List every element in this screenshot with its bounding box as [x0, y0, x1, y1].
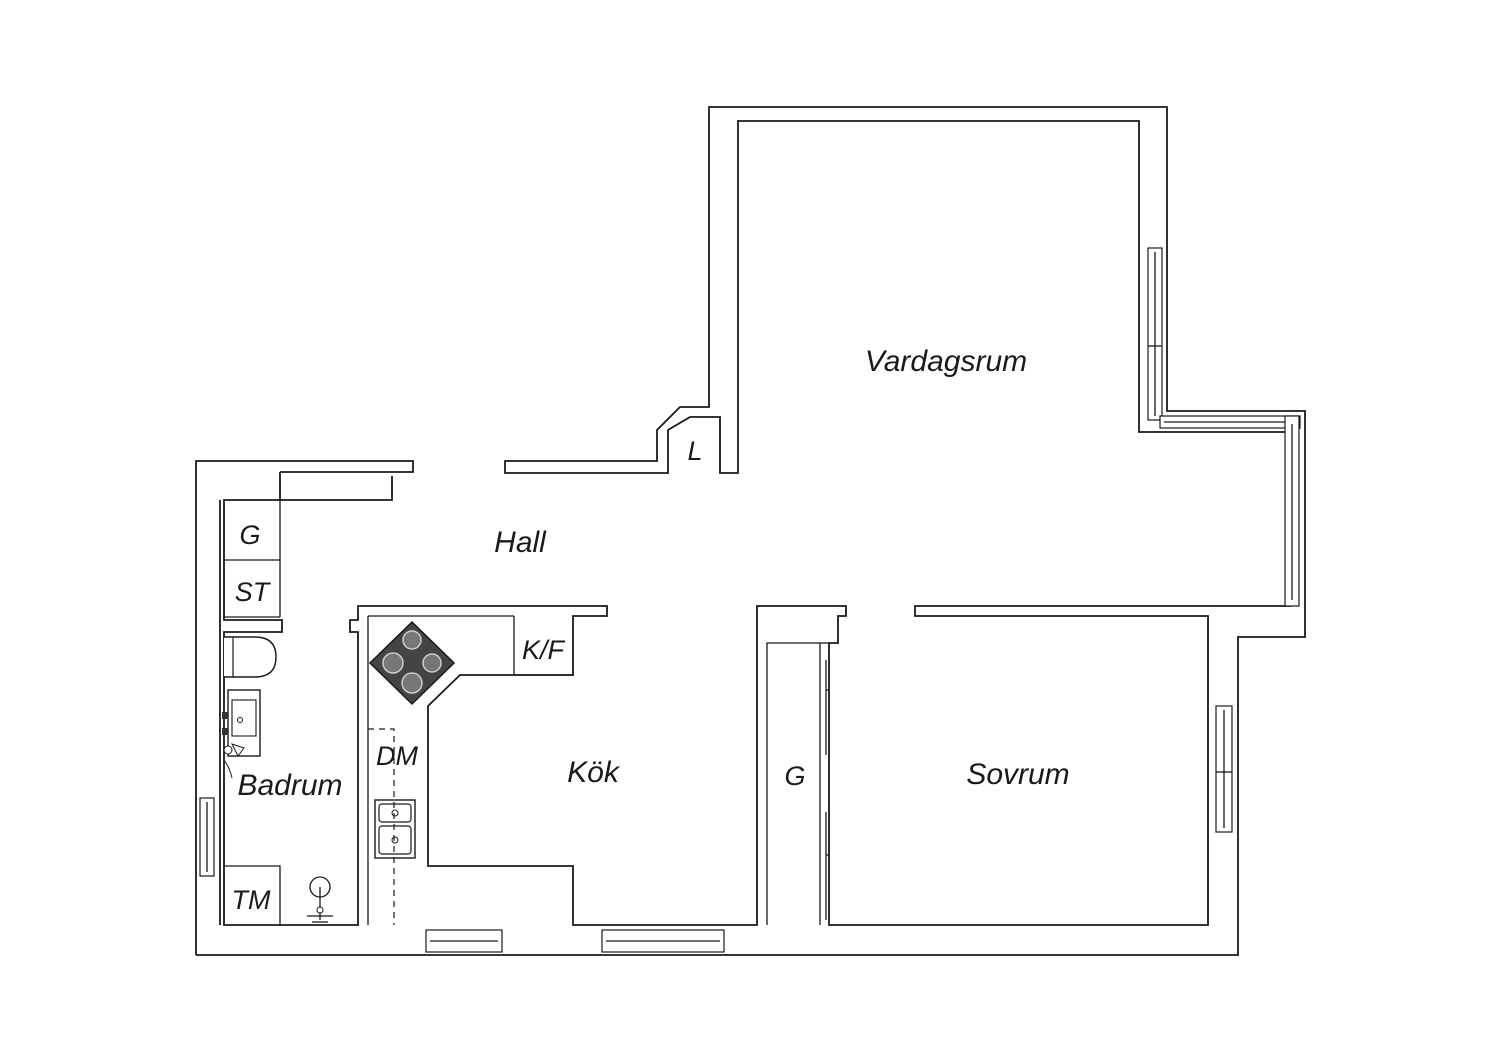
toilet-icon [224, 636, 277, 678]
fixture-label-linen-closet: L [687, 436, 702, 466]
bathroom-sink-icon [222, 689, 261, 779]
fixture-label-dishwasher: DM [376, 741, 418, 771]
room-label-vardagsrum: Vardagsrum [865, 345, 1027, 378]
room-label-hall: Hall [494, 526, 547, 559]
kitchen-sink-icon [374, 799, 416, 859]
room-label-kok: Kök [567, 756, 621, 789]
fixture-label-washing-machine: TM [232, 885, 271, 915]
windows [199, 247, 1301, 953]
room-label-sovrum: Sovrum [966, 758, 1069, 791]
fixture-label-storage: ST [235, 577, 272, 607]
room-label-badrum: Badrum [237, 769, 342, 802]
interior-walls [224, 500, 829, 925]
dishwasher-outline [368, 728, 395, 925]
exterior-walls [195, 106, 1306, 956]
fixture-label-hall-wardrobe: G [239, 520, 260, 550]
stove-icon [368, 620, 456, 706]
shower-icon [307, 876, 333, 923]
fixture-label-bedroom-wardrobe: G [784, 761, 805, 791]
washing-machine-box [224, 865, 281, 925]
fixture-label-fridge-freezer: K/F [522, 635, 566, 665]
